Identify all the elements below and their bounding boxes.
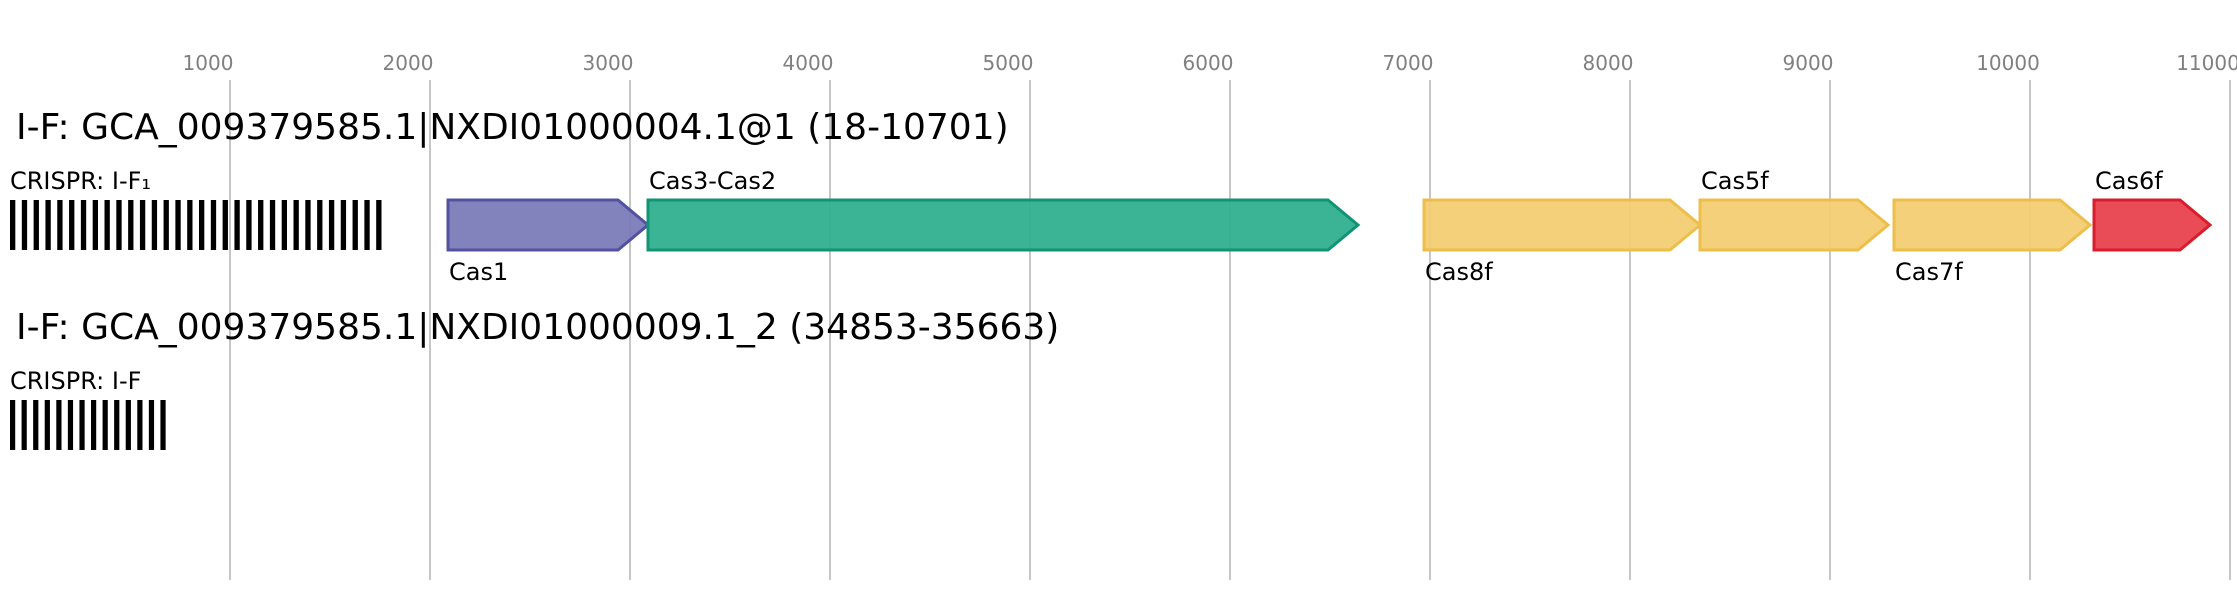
gene-label: Cas6f [2095,167,2163,195]
crispr-repeat [10,400,16,450]
tick-label: 7000 [1383,51,1434,75]
gene-label: Cas5f [1701,167,1769,195]
crispr-repeat [199,200,205,250]
crispr-repeat [352,200,358,250]
crispr-repeat [187,200,193,250]
crispr-repeat [210,200,217,250]
crispr-repeat [128,200,134,250]
crispr-repeat [102,400,108,450]
crispr-repeat [340,200,347,250]
gene-label: Cas1 [449,258,508,286]
crispr-repeat [21,400,27,450]
crispr-repeat [80,200,87,250]
crispr-repeat [258,200,264,250]
tick-label: 6000 [1183,51,1234,75]
track-title: I-F: GCA_009379585.1|NXDI01000009.1_2 (3… [16,307,1059,348]
gene-arrow-cas8f [1422,198,1703,252]
crispr-repeat [137,400,143,450]
crispr-repeat [92,200,99,250]
crispr-repeat [10,200,16,250]
crispr-repeat [151,200,158,250]
crispr-repeat [139,200,146,250]
crispr-repeat [79,400,85,450]
crispr-repeat [148,400,155,450]
crispr-repeat [125,400,131,450]
crispr-repeat [114,400,120,450]
crispr-repeat [222,200,228,250]
crispr-repeat [328,200,335,250]
crispr-repeat [33,200,39,250]
crispr-repeat [69,200,75,250]
gene-label: Cas7f [1895,258,1963,286]
tick-label: 9000 [1783,51,1834,75]
crispr-repeat [160,400,166,450]
gene-arrow-cas1 [446,198,651,252]
gene-arrow-cas7f [1892,198,2093,252]
crispr-repeat [45,200,51,250]
crispr-repeat [293,200,299,250]
gene-arrow-cas5f [1698,198,1891,252]
crispr-repeat [376,200,382,250]
crispr-repeat [246,200,252,250]
crispr-repeat [21,200,28,250]
tick-label: 8000 [1583,51,1634,75]
crispr-repeat [91,400,97,450]
tick-label: 11000 [2176,51,2237,75]
tick-label: 3000 [583,51,634,75]
crispr-repeat [44,400,50,450]
tick-label: 2000 [383,51,434,75]
tick-label: 5000 [983,51,1034,75]
crispr-repeat [234,200,240,250]
tick-label: 4000 [783,51,834,75]
crispr-repeat [364,200,370,250]
crispr-repeat [104,200,110,250]
track-title: I-F: GCA_009379585.1|NXDI01000004.1@1 (1… [16,107,1009,148]
crispr-repeat [269,200,276,250]
crispr-repeat [281,200,288,250]
crispr-repeat [56,400,62,450]
tick-label: 1000 [183,51,234,75]
crispr-label: CRISPR: I-F₁ [10,167,151,195]
crispr-repeat [163,200,169,250]
gene-arrow-cas3-cas2 [646,198,1361,252]
crispr-repeat [317,200,323,250]
crispr-label: CRISPR: I-F [10,367,141,395]
crispr-repeat [57,200,63,250]
tick-label: 10000 [1976,51,2040,75]
crispr-repeat [175,200,181,250]
gene-label: Cas8f [1425,258,1493,286]
crispr-repeat [67,400,74,450]
gene-label: Cas3-Cas2 [649,167,776,195]
crispr-repeat [305,200,311,250]
crispr-repeat [33,400,39,450]
crispr-repeat [116,200,122,250]
gene-arrow-cas6f [2092,198,2213,252]
